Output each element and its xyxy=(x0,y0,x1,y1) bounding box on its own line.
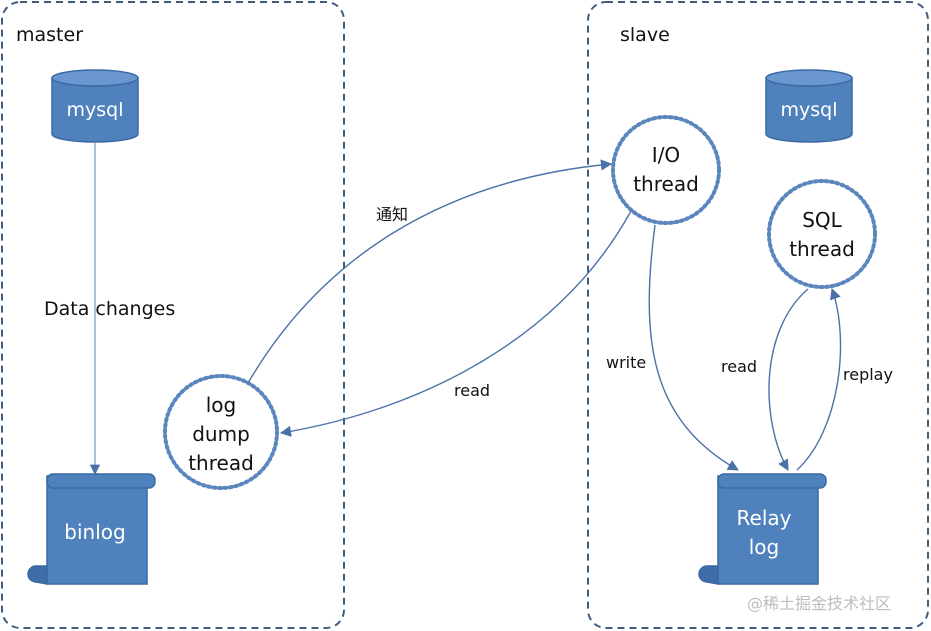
log-dump-thread-node: log dump thread xyxy=(163,374,279,490)
notify-label: 通知 xyxy=(376,205,408,224)
slave-container: slave xyxy=(587,1,929,629)
notify-edge xyxy=(247,159,613,384)
read-relay-edge xyxy=(768,288,809,471)
log-dump-thread-line1: log xyxy=(206,393,237,417)
replay-label: replay xyxy=(843,365,893,384)
slave-mysql-label: mysql xyxy=(781,99,838,121)
relay-log-label-line1: Relay xyxy=(737,506,792,530)
read-master-label: read xyxy=(454,381,490,400)
read-master-edge xyxy=(279,210,632,437)
write-edge xyxy=(648,224,739,471)
write-label: write xyxy=(606,353,646,372)
log-dump-thread-line3: thread xyxy=(188,451,254,475)
log-dump-thread-line2: dump xyxy=(192,422,250,446)
read-relay-label: read xyxy=(721,357,757,376)
master-label: master xyxy=(16,24,83,46)
slave-label: slave xyxy=(620,24,670,46)
slave-mysql-cylinder: mysql xyxy=(765,69,853,143)
io-thread-line1: I/O xyxy=(652,143,680,167)
master-mysql-cylinder: mysql xyxy=(51,69,139,143)
relay-log-scroll: Relay log xyxy=(698,473,827,585)
sql-thread-node: SQL thread xyxy=(767,179,877,289)
sql-thread-line1: SQL xyxy=(802,208,842,232)
data-changes-label: Data changes xyxy=(44,298,175,320)
master-container: master xyxy=(1,1,345,629)
io-thread-node: I/O thread xyxy=(611,115,721,225)
relay-log-label-line2: log xyxy=(749,535,780,559)
binlog-label: binlog xyxy=(64,520,125,544)
binlog-scroll: binlog xyxy=(27,473,156,585)
replay-edge xyxy=(796,287,842,471)
watermark: @稀土掘金技术社区 xyxy=(747,594,891,613)
sql-thread-line2: thread xyxy=(789,237,855,261)
master-mysql-label: mysql xyxy=(67,99,124,121)
io-thread-line2: thread xyxy=(633,172,699,196)
